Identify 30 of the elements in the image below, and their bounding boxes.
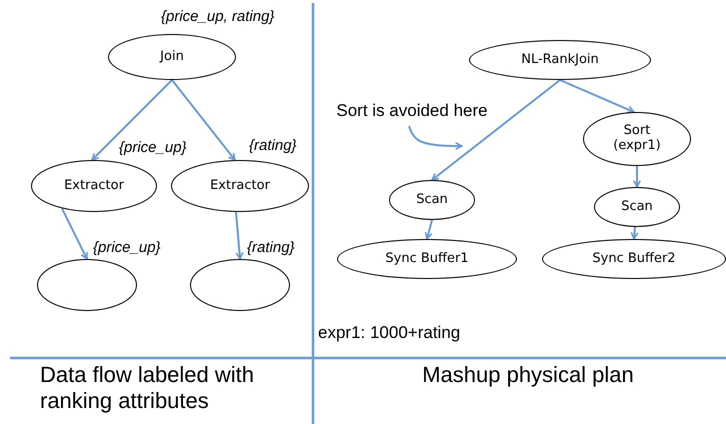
node-label: NL-RankJoin bbox=[521, 52, 599, 68]
node-label: Sort (expr1) bbox=[612, 124, 662, 154]
operator-ellipse bbox=[542, 239, 726, 279]
annotation-text: Sort is avoided here bbox=[322, 99, 502, 123]
leader-arrow bbox=[408, 126, 463, 150]
arrow bbox=[630, 226, 639, 240]
arrow bbox=[171, 79, 236, 161]
arrow bbox=[61, 208, 88, 260]
note-text: expr1: 1000+rating bbox=[318, 323, 462, 344]
arrow bbox=[235, 212, 244, 260]
node-label: Extractor bbox=[64, 178, 124, 194]
edge-label: {price_up} bbox=[92, 239, 162, 256]
panel-caption: Data flow labeled with ranking attributes bbox=[40, 362, 256, 415]
attribute-label: {price_up, rating} bbox=[160, 8, 276, 25]
arrow bbox=[633, 166, 641, 188]
arrow bbox=[560, 79, 635, 114]
edge-label: {rating} bbox=[246, 239, 296, 256]
node-label: Sync Buffer1 bbox=[385, 252, 469, 266]
arrow bbox=[431, 79, 561, 181]
node-label: Sync Buffer2 bbox=[592, 252, 676, 266]
edge-label: {price_up} bbox=[118, 139, 188, 156]
arrow bbox=[91, 79, 173, 161]
arrow bbox=[424, 220, 433, 240]
node-label: Join bbox=[160, 50, 184, 64]
node-label: Scan bbox=[621, 200, 653, 214]
edge-label: {rating} bbox=[248, 137, 298, 154]
node-label: Scan bbox=[416, 192, 448, 208]
panel-caption: Mashup physical plan bbox=[421, 362, 635, 388]
node-label: Extractor bbox=[210, 178, 270, 194]
operator-ellipse bbox=[171, 160, 309, 212]
